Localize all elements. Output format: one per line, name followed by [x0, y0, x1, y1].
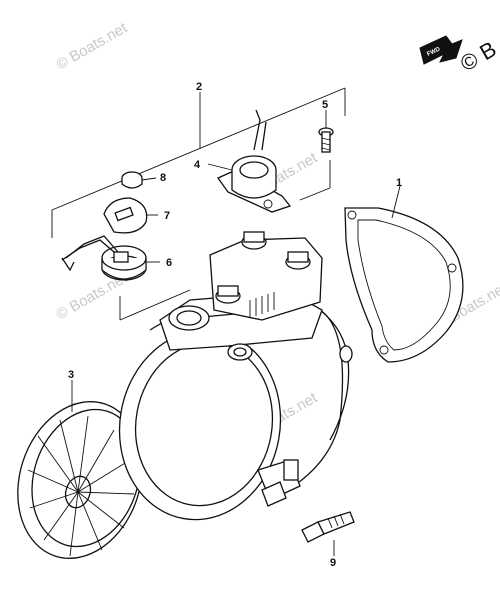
- bolt-part-9: [301, 511, 355, 556]
- switch-part: [61, 235, 160, 281]
- callout-5: 5: [322, 99, 328, 111]
- callout-9: 9: [330, 557, 336, 569]
- screw-part-8: [121, 171, 157, 189]
- fwd-arrow-icon: FWD: [419, 35, 463, 65]
- sensor-part: [207, 109, 292, 213]
- screw-part-5: [318, 110, 334, 153]
- callout-4: 4: [194, 159, 201, 171]
- callout-2: 2: [196, 81, 202, 93]
- fan-cover-part: [17, 380, 143, 559]
- watermark: © Boats.net: [54, 19, 131, 73]
- callout-6: 6: [166, 257, 172, 269]
- callout-8: 8: [160, 172, 166, 184]
- throttle-body-housing: [118, 231, 353, 521]
- callout-7: 7: [164, 210, 170, 222]
- callout-1: 1: [396, 177, 402, 189]
- fwd-label: FWD: [426, 46, 442, 57]
- callout-2-bracket: [51, 87, 346, 321]
- gasket-part: [344, 185, 464, 363]
- plate-part: [103, 197, 158, 234]
- callout-3: 3: [68, 369, 74, 381]
- copyright-corner: © B: [456, 36, 500, 76]
